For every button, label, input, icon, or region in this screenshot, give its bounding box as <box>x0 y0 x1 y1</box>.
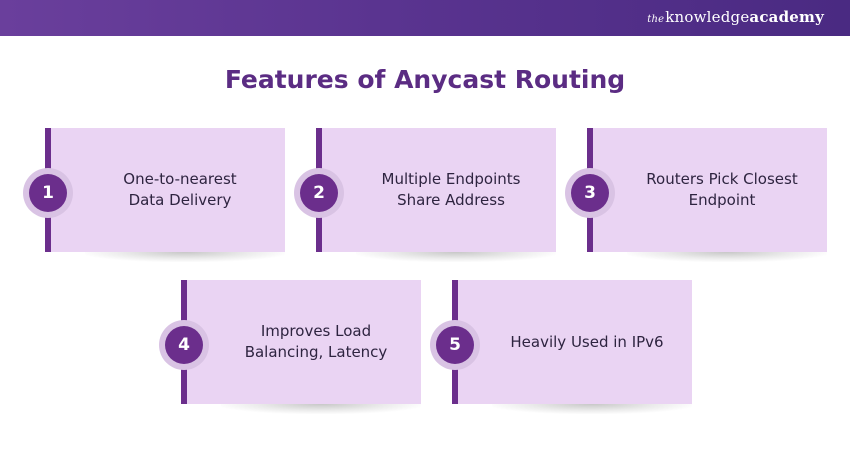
card-panel <box>457 280 692 404</box>
feature-text: Routers Pick Closest Endpoint <box>627 128 817 252</box>
feature-number: 4 <box>165 326 203 364</box>
feature-line-1: Heavily Used in IPv6 <box>510 332 664 351</box>
feature-card-2: 2 Multiple Endpoints Share Address <box>294 128 556 262</box>
feature-text: One-to-nearest Data Delivery <box>85 128 275 252</box>
feature-number: 2 <box>300 174 338 212</box>
card-shadow <box>356 252 556 262</box>
feature-card-1: 1 One-to-nearest Data Delivery <box>23 128 285 262</box>
page-title: Features of Anycast Routing <box>224 65 626 94</box>
card-panel <box>592 128 827 252</box>
card-shadow <box>221 404 421 414</box>
feature-text: Improves Load Balancing, Latency <box>221 280 411 404</box>
feature-line-2: Data Delivery <box>128 191 232 209</box>
feature-number: 1 <box>29 174 67 212</box>
feature-card-4: 4 Improves Load Balancing, Latency <box>159 280 421 414</box>
feature-text: Multiple Endpoints Share Address <box>356 128 546 252</box>
brand-academy: academy <box>749 8 824 26</box>
feature-number: 3 <box>571 174 609 212</box>
feature-card-3: 3 Routers Pick Closest Endpoint <box>565 128 827 262</box>
card-shadow <box>627 252 827 262</box>
feature-card-5: 5 Heavily Used in IPv6 <box>430 280 692 414</box>
feature-line-1: One-to-nearest <box>123 170 237 188</box>
header-bar: theknowledgeacademy <box>0 0 850 36</box>
card-panel <box>186 280 421 404</box>
brand-the: the <box>647 14 665 25</box>
feature-line-1: Routers Pick Closest <box>646 170 798 188</box>
feature-line-2: Balancing, Latency <box>244 343 388 361</box>
card-shadow <box>492 404 692 414</box>
feature-line-1: Multiple Endpoints <box>381 170 521 188</box>
brand-logo[interactable]: theknowledgeacademy <box>647 8 824 26</box>
feature-line-2: Endpoint <box>688 191 756 209</box>
card-panel <box>50 128 285 252</box>
card-panel <box>321 128 556 252</box>
feature-line-2: Share Address <box>397 191 505 209</box>
feature-line-1: Improves Load <box>260 322 372 340</box>
feature-text: Heavily Used in IPv6 <box>492 280 682 404</box>
feature-number: 5 <box>436 326 474 364</box>
brand-knowledge: knowledge <box>665 8 750 26</box>
card-shadow <box>85 252 285 262</box>
